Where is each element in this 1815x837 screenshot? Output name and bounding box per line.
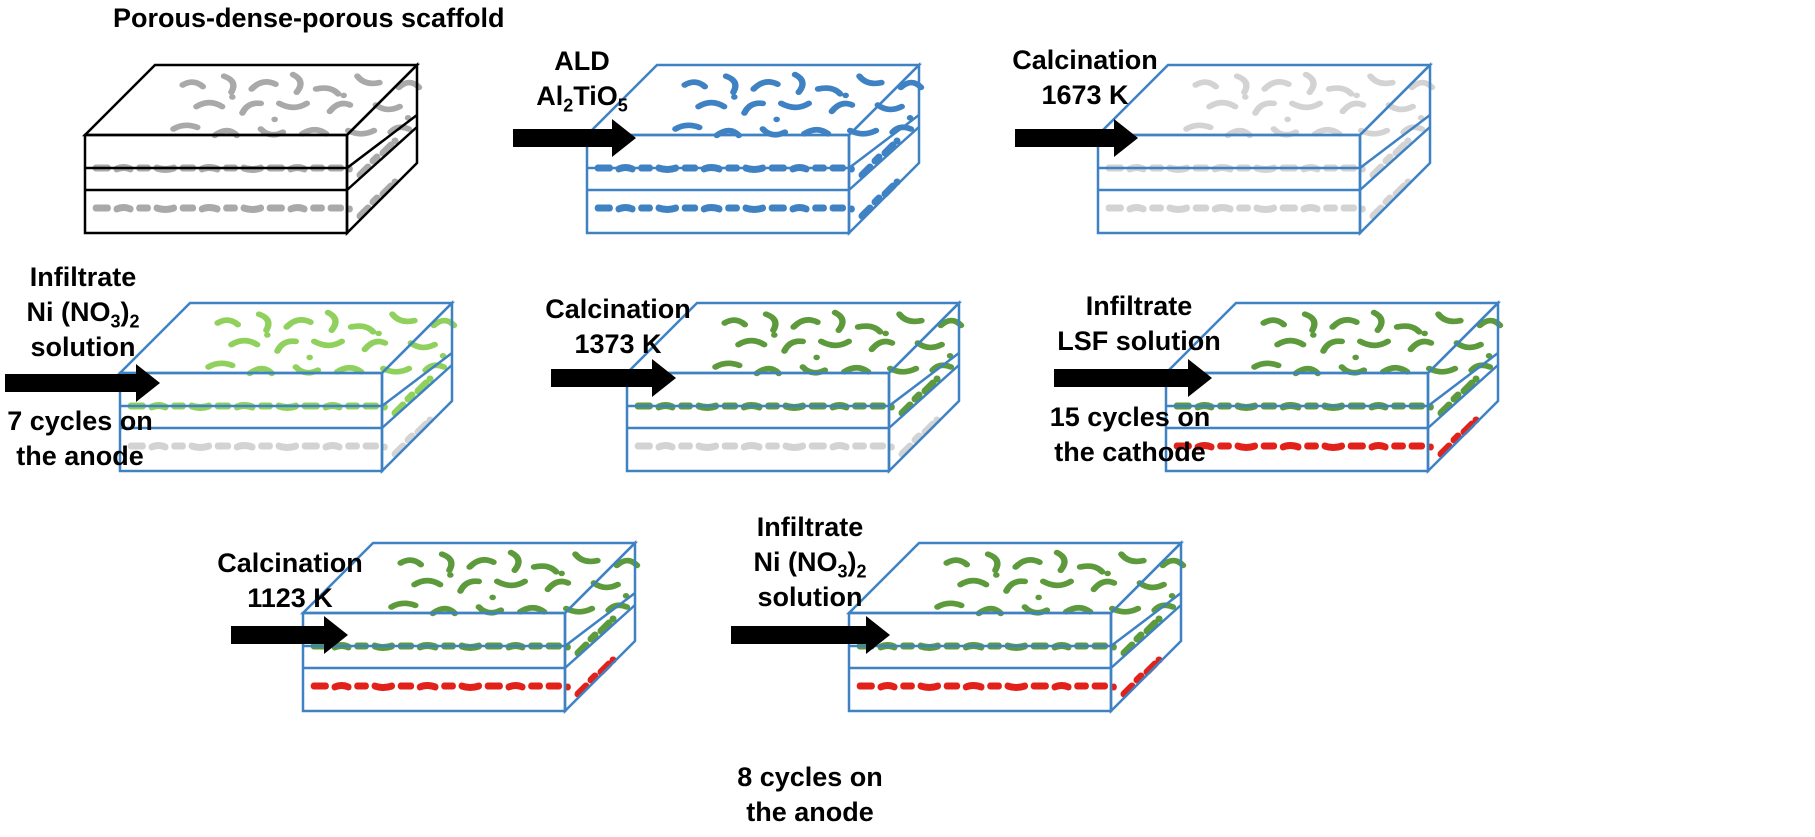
cathode-side-pores [1441, 420, 1476, 454]
scaffold-3 [1094, 61, 1434, 237]
scaffold-outline [845, 539, 1185, 715]
step-calcination-1123-label: Calcination 1123 K [217, 548, 363, 613]
scaffold-outline [299, 539, 639, 715]
process-arrow-6 [231, 616, 348, 654]
cathode-pores [131, 446, 385, 448]
scaffold-outline [583, 61, 923, 237]
cathode-side-pores [1124, 660, 1159, 694]
cathode-pores [314, 686, 568, 688]
scaffold-6 [1162, 299, 1502, 475]
step-infiltrate-ni-1-label: Infiltrate Ni (NO3)2 solution [26, 262, 140, 362]
scaffold-outline [1094, 61, 1434, 237]
scaffold-4 [116, 299, 456, 475]
scaffold-2 [583, 61, 923, 237]
cathode-side-pores [578, 660, 613, 694]
step-calcination-1373-label: Calcination 1373 K [545, 294, 691, 359]
top-pores [1186, 75, 1432, 136]
cathode-pores [860, 686, 1114, 688]
step-infiltrate-ni-1-cycles: 7 cycles on the anode [7, 406, 153, 471]
top-pores [391, 553, 637, 614]
process-arrow-5 [1054, 359, 1212, 397]
diagram-title: Porous-dense-porous scaffold [113, 3, 505, 33]
cathode-side-pores [1373, 182, 1408, 216]
top-pores [208, 313, 454, 374]
scaffold-7 [299, 539, 639, 715]
cathode-pores [96, 208, 350, 210]
process-arrow-2 [1015, 119, 1138, 157]
cathode-side-pores [360, 182, 395, 216]
process-arrow-4 [551, 359, 676, 397]
step-infiltrate-lsf-cycles: 15 cycles on the cathode [1049, 402, 1211, 467]
top-pores [675, 75, 921, 136]
top-pores [1254, 313, 1500, 374]
step-calcination-1673-label: Calcination 1673 K [1012, 45, 1158, 110]
cathode-pores [598, 208, 852, 210]
step-ald-label: ALD Al2TiO5 [536, 46, 628, 116]
cathode-side-pores [902, 420, 937, 454]
cathode-pores [1109, 208, 1363, 210]
process-arrow-3 [5, 364, 160, 402]
scaffold-5 [623, 299, 963, 475]
scaffold-outline [623, 299, 963, 475]
scaffold-outline [81, 61, 421, 237]
formula-al2tio5: Al2TiO5 [536, 81, 628, 116]
top-pores [173, 75, 419, 136]
top-pores [715, 313, 961, 374]
scaffold-8 [845, 539, 1185, 715]
cathode-pores [1177, 446, 1431, 448]
process-arrow-1 [513, 119, 636, 157]
cathode-pores [638, 446, 892, 448]
scaffold-1 [81, 61, 421, 237]
cathode-side-pores [395, 420, 430, 454]
scaffold-outline [116, 299, 456, 475]
process-arrow-7 [731, 616, 890, 654]
cathode-side-pores [862, 182, 897, 216]
scaffold-outline [1162, 299, 1502, 475]
top-pores [937, 553, 1183, 614]
step-infiltrate-lsf-label: Infiltrate LSF solution [1057, 291, 1221, 356]
step-infiltrate-ni-2-cycles: 8 cycles on the anode [737, 762, 883, 827]
step-infiltrate-ni-2-label: Infiltrate Ni (NO3)2 solution [753, 512, 867, 612]
